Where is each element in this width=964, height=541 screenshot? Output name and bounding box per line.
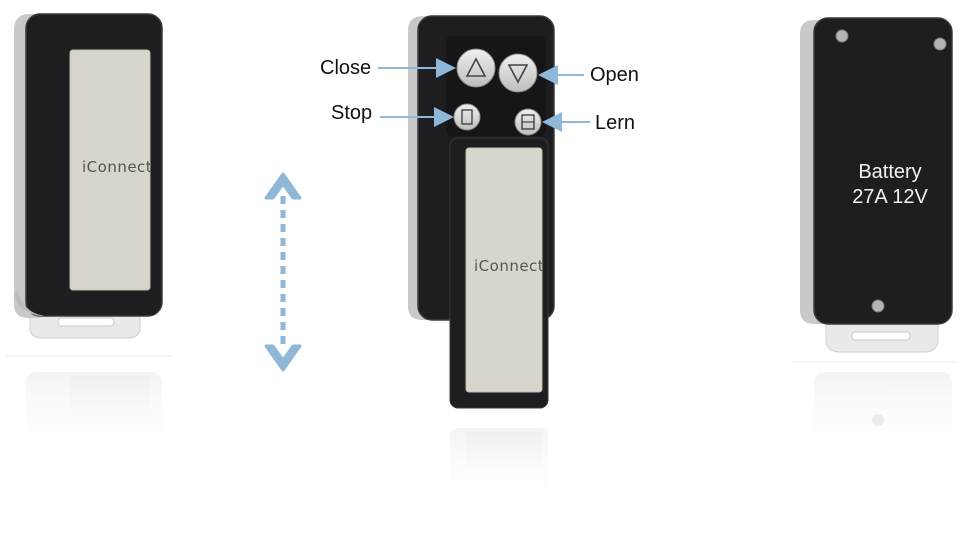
right-remote <box>792 17 958 462</box>
slide-arrow <box>264 172 302 372</box>
stop-label: Stop <box>331 102 373 124</box>
right-reflection <box>814 372 952 462</box>
middle-remote <box>408 15 555 508</box>
left-reflection <box>26 372 162 462</box>
battery-line-1: Battery <box>858 161 922 183</box>
lern-button[interactable] <box>514 108 542 136</box>
battery-label: Battery 27A 12V <box>812 160 964 210</box>
left-front-panel <box>69 49 151 291</box>
square-icon <box>461 109 473 125</box>
stop-button[interactable] <box>453 103 481 131</box>
label-pointers <box>378 58 590 132</box>
slide-arrow-up-head <box>264 172 302 200</box>
open-button[interactable] <box>498 53 538 93</box>
slide-arrow-down-head <box>264 344 302 372</box>
left-keyring-slot <box>57 317 115 327</box>
right-body <box>814 18 952 324</box>
middle-front-panel <box>465 147 543 393</box>
open-label: Open <box>590 64 639 86</box>
triangle-up-icon <box>465 57 487 77</box>
close-label: Close <box>320 57 372 79</box>
screw-icon <box>871 299 885 313</box>
left-remote <box>6 13 172 462</box>
screw-icon <box>933 37 947 51</box>
triangle-down-icon <box>507 64 529 84</box>
middle-brand-label: iConnect <box>474 257 545 275</box>
left-brand-label: iConnect <box>82 158 153 176</box>
close-button[interactable] <box>456 48 496 88</box>
screw-icon <box>835 29 849 43</box>
middle-reflection <box>450 428 548 508</box>
battery-line-2: 27A 12V <box>852 186 928 208</box>
lern-label: Lern <box>595 112 636 134</box>
